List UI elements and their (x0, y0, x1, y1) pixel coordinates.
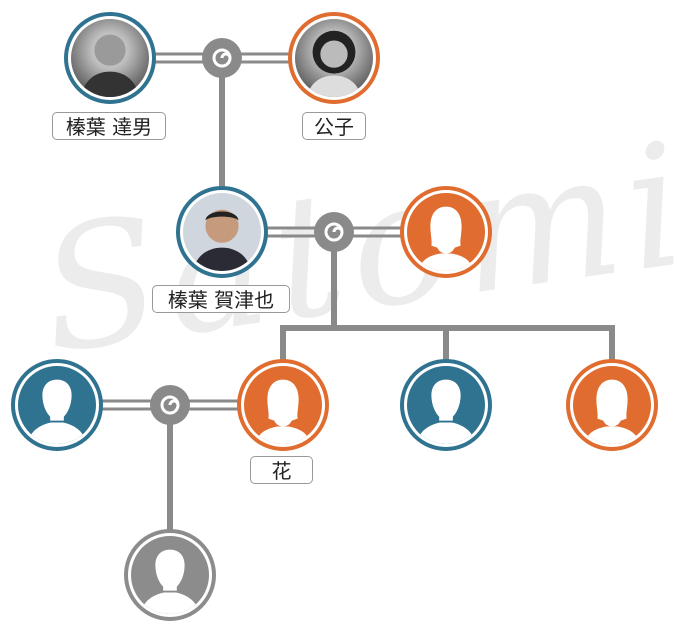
female-silhouette-icon (584, 379, 640, 444)
person-child-daughter[interactable] (566, 359, 658, 451)
person-silhouette-icon (140, 549, 200, 614)
male-silhouette-icon (27, 379, 87, 444)
person-kazuya-photo[interactable] (176, 186, 268, 278)
marriage-knot-icon[interactable] (150, 385, 190, 425)
person-kimiko-photo[interactable] (288, 12, 380, 104)
person-hana-name[interactable]: 花 (250, 456, 313, 484)
marriage-knot-icon[interactable] (202, 38, 242, 78)
person-kazuya-name[interactable]: 榛葉 賀津也 (152, 285, 290, 313)
person-hana-spouse[interactable] (11, 359, 103, 451)
person-grandchild[interactable] (124, 529, 216, 621)
person-tatsuo-name[interactable]: 榛葉 達男 (52, 112, 166, 140)
female-silhouette-icon (418, 206, 474, 271)
person-child-son[interactable] (400, 359, 492, 451)
female-silhouette-icon (255, 379, 311, 444)
person-tatsuo-photo[interactable] (64, 12, 156, 104)
person-hana[interactable] (237, 359, 329, 451)
marriage-knot-icon[interactable] (314, 212, 354, 252)
person-kimiko-name[interactable]: 公子 (302, 112, 366, 140)
person-kazuya-spouse[interactable] (400, 186, 492, 278)
male-silhouette-icon (416, 379, 476, 444)
